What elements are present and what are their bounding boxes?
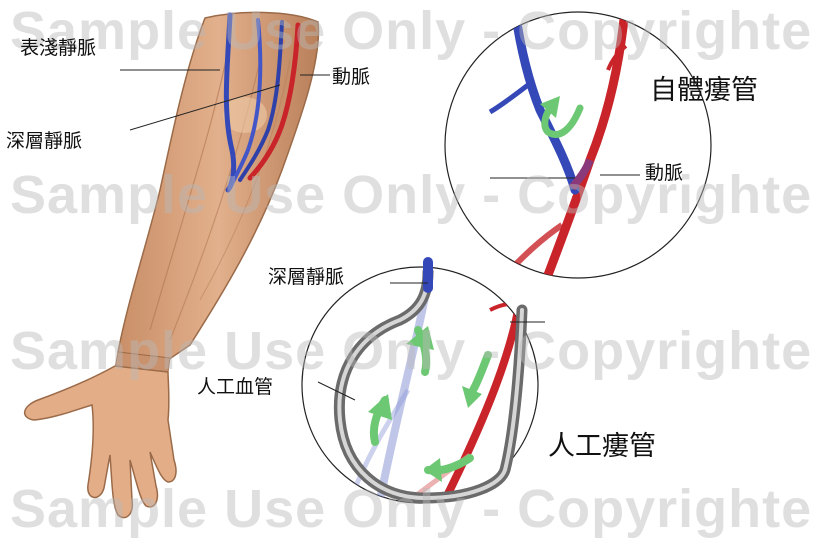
hand: [25, 366, 176, 518]
label-artery-inset: 動脈: [645, 158, 683, 185]
inset-graft: [302, 262, 545, 510]
inset-autologous: [445, 10, 711, 278]
label-autologous-fistula: 自體瘻管: [650, 68, 758, 107]
label-artery-arm: 動脈: [332, 62, 370, 89]
label-artificial-vessel: 人工血管: [197, 372, 273, 399]
label-artificial-fistula: 人工瘻管: [548, 424, 656, 463]
label-superficial-vein: 表淺靜脈: [20, 33, 96, 60]
diagram-canvas: Sample Use Only - Copyrighted Sample Use…: [0, 0, 813, 526]
label-deep-vein-graft: 深層靜脈: [268, 262, 344, 289]
forearm: [118, 12, 318, 360]
label-deep-vein-arm: 深層靜脈: [6, 126, 82, 153]
